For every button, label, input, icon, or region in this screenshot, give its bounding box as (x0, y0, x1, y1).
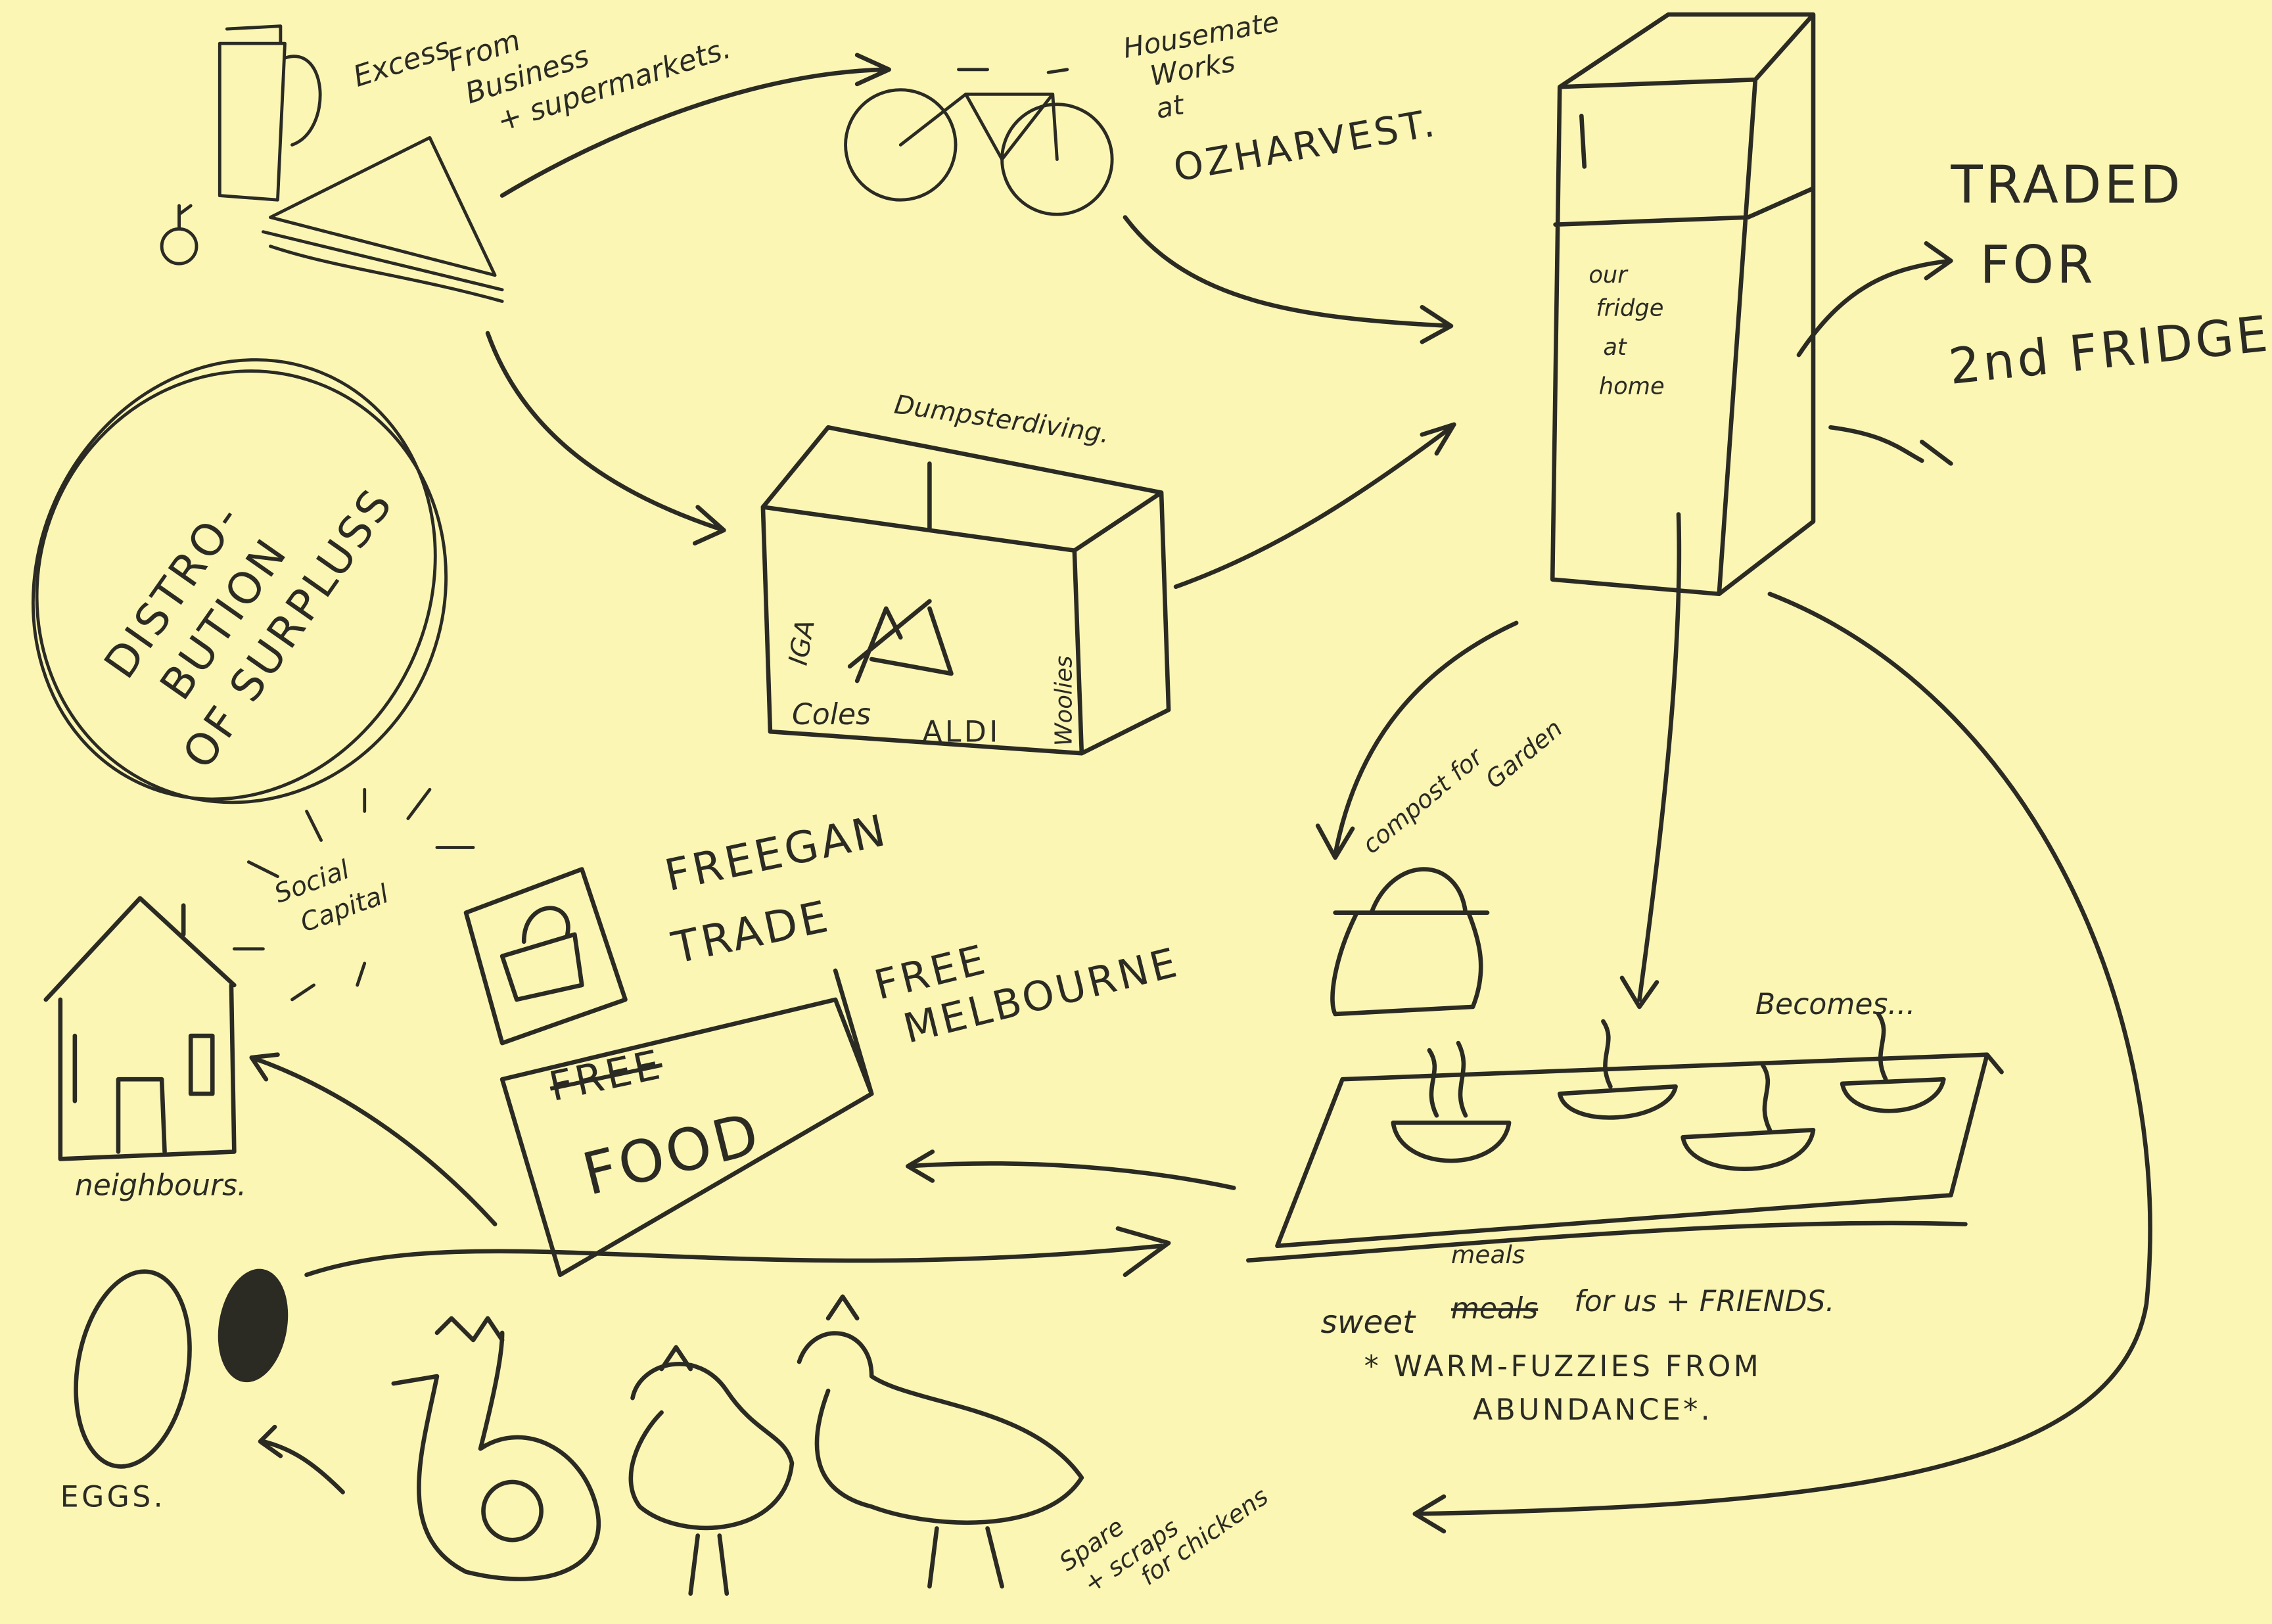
apple-drawing (160, 204, 198, 266)
svg-text:2nd FRIDGE: 2nd FRIDGE (1946, 304, 2272, 396)
arrow-meals-to-freefood (906, 1149, 1236, 1190)
compost-label: compost for (1356, 741, 1489, 860)
arrow-sandwich-to-dumpster (485, 331, 726, 545)
sandwich-drawing (261, 135, 504, 303)
arrow-loop-to-chickens (1412, 592, 2152, 1534)
food-label: FOOD (576, 1099, 768, 1208)
meals-note: sweet meals meals for us + FRIENDS. (1321, 1240, 1835, 1341)
warm-fuzzies-1: * WARM-FUZZIES FROM (1364, 1350, 1761, 1383)
sunburst-lines (232, 787, 475, 1002)
dumpster-drawing (760, 425, 1171, 756)
free-struck: FREE (545, 1040, 666, 1111)
arrow-sandwich-to-bike (499, 53, 891, 198)
fridge-drawing (1550, 12, 1953, 597)
housemate-note: Housemate Works at OZHARVEST. (1121, 5, 1441, 191)
free-food-sign (499, 968, 874, 1278)
store-woolies: Woolies (1050, 656, 1077, 747)
fridge-label: our fridge at home (1588, 262, 1664, 400)
svg-text:our: our (1588, 262, 1629, 289)
freegan-label-2: TRADE (667, 891, 835, 974)
svg-text:TRADED: TRADED (1950, 154, 2183, 216)
eggs-drawing (74, 1268, 289, 1469)
svg-text:sweet: sweet (1321, 1304, 1417, 1341)
house-drawing (43, 896, 237, 1161)
store-coles: Coles (792, 698, 871, 731)
arrow-fridge-to-meals (1619, 512, 1682, 1009)
distribution-circle (31, 358, 448, 804)
compost-bin-drawing (1330, 867, 1490, 1017)
flow-arrows (249, 53, 2152, 1534)
arrow-eggs-to-meals (304, 1226, 1171, 1278)
freegan-label: FREEGAN (661, 804, 893, 901)
svg-text:meals: meals (1451, 1292, 1538, 1326)
arrow-bike-to-fridge (1123, 215, 1454, 344)
arrow-dumpster-to-fridge (1173, 422, 1456, 590)
becomes-label: Becomes... (1755, 988, 1916, 1021)
chickens-drawing (391, 1294, 1084, 1596)
distribution-label: DISTRO- BUTION OF SURPLUSS (95, 478, 404, 777)
svg-text:home: home (1599, 373, 1665, 400)
arrow-freefood-to-house (249, 1052, 498, 1226)
dumpster-label: Dumpsterdiving. (893, 390, 1111, 450)
svg-text:fridge: fridge (1596, 295, 1663, 322)
store-iga: IGA (783, 617, 821, 667)
bicycle-drawing (844, 68, 1114, 216)
arrow-chickens-to-eggs (258, 1424, 345, 1495)
svg-text:Excess: Excess (349, 31, 454, 93)
svg-text:at: at (1603, 334, 1627, 361)
social-capital-note: Social Capital (270, 854, 392, 939)
warm-fuzzies-2: ABUNDANCE*. (1473, 1393, 1713, 1427)
meal-table-drawing (1246, 1011, 2004, 1263)
chickens-note: Spare + scraps for chickens (1054, 1482, 1274, 1599)
arrow-fridge-to-trade (1796, 241, 1953, 358)
svg-text:meals: meals (1451, 1240, 1525, 1269)
svg-text:for us + FRIENDS.: for us + FRIENDS. (1574, 1285, 1834, 1318)
svg-text:at: at (1153, 88, 1188, 125)
jug-drawing (218, 24, 322, 202)
compost-label-2: Garden (1480, 714, 1568, 794)
arrow-fridge-to-compost (1315, 620, 1519, 860)
freegan-logo (463, 867, 628, 1046)
traded-note: TRADED FOR 2nd FRIDGE (1946, 154, 2272, 396)
store-aldi: ALDI (922, 716, 1000, 749)
eggs-label: EGGS. (60, 1480, 166, 1514)
svg-text:FOR: FOR (1980, 234, 2095, 295)
neighbours-label: neighbours. (75, 1169, 246, 1203)
svg-text:OZHARVEST.: OZHARVEST. (1171, 101, 1441, 190)
